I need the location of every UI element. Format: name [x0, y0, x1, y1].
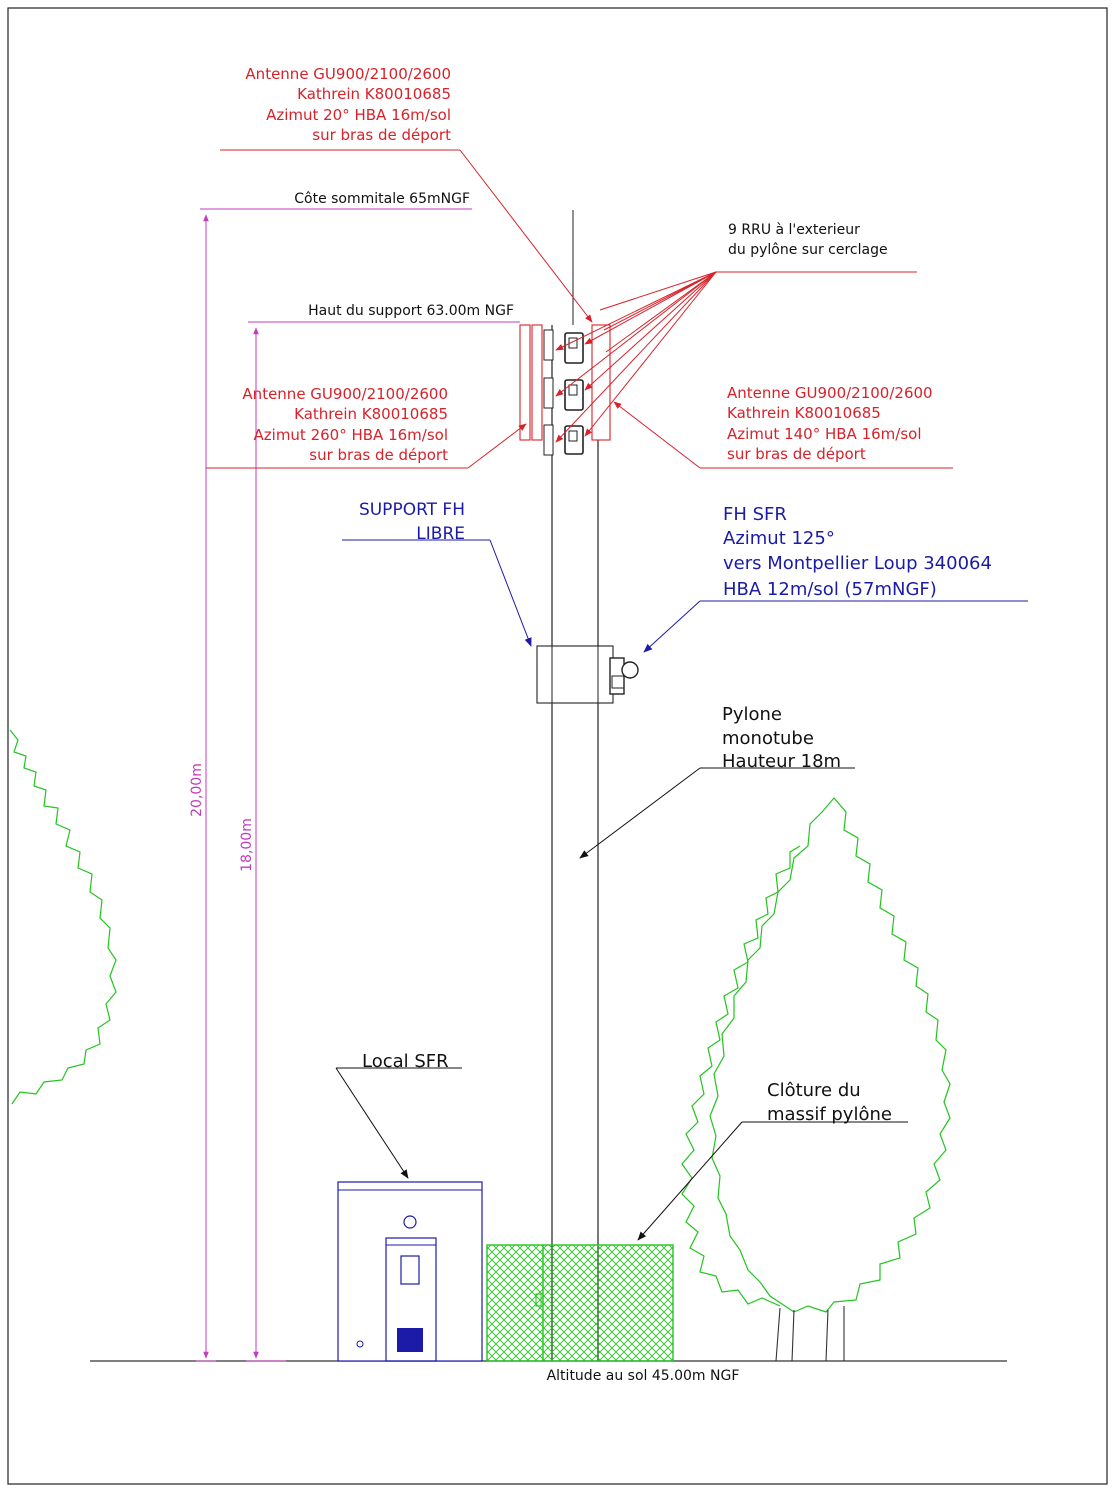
rru-line-1: 9 RRU à l'exterieur	[728, 222, 860, 238]
leader-antenna-top	[220, 149, 593, 323]
annotation-support-fh: SUPPORT FH LIBRE	[359, 500, 465, 544]
pylone-line-1: Pylone	[722, 704, 782, 725]
rru-line-2: du pylône sur cerclage	[728, 242, 888, 258]
dimension-total-label: 20,00m	[189, 763, 205, 817]
annotation-local: Local SFR	[362, 1051, 449, 1072]
leader-rru	[555, 271, 917, 443]
support-fh-line-1: SUPPORT FH	[359, 500, 465, 520]
tree-left	[9, 729, 117, 1105]
cloture-line-1: Clôture du	[767, 1080, 861, 1101]
support-fh-line-2: LIBRE	[416, 524, 465, 544]
annotation-cloture: Clôture du massif pylône	[767, 1080, 892, 1125]
annotation-summit: Côte sommitale 65mNGF	[294, 191, 470, 207]
annotation-fh-sfr: FH SFR Azimut 125° vers Montpellier Loup…	[723, 504, 992, 600]
leader-fh-sfr	[643, 600, 1028, 653]
antenna-right-line-1: Antenne GU900/2100/2600	[727, 384, 933, 402]
pylone-line-3: Hauteur 18m	[722, 751, 841, 772]
leader-antenna-left	[206, 423, 527, 469]
local-sfr-shelter	[337, 1181, 483, 1362]
dimension-support-label: 18,00m	[239, 818, 255, 872]
annotation-rru: 9 RRU à l'exterieur du pylône sur cercla…	[728, 222, 888, 258]
tree-trunks	[775, 1306, 845, 1362]
fh-sfr-line-2: Azimut 125°	[723, 528, 835, 549]
antenna-left-line-4: sur bras de déport	[309, 446, 448, 464]
drawing-frame	[7, 7, 1108, 1485]
fence-massif	[486, 1244, 674, 1362]
leader-pylone	[579, 767, 855, 859]
annotation-support-top: Haut du support 63.00m NGF	[308, 303, 514, 319]
tree-right-back	[681, 845, 801, 1307]
antenna-top-line-2: Kathrein K80010685	[297, 85, 451, 103]
antenna-top-line-3: Azimut 20° HBA 16m/sol	[266, 106, 451, 124]
dimension-total	[196, 208, 472, 1362]
annotation-antenna-top: Antenne GU900/2100/2600 Kathrein K800106…	[245, 65, 451, 144]
fh-sfr-line-4: HBA 12m/sol (57mNGF)	[723, 579, 937, 600]
annotation-antenna-right: Antenne GU900/2100/2600 Kathrein K800106…	[727, 384, 933, 463]
tree-right-front	[709, 797, 951, 1313]
pylone-line-2: monotube	[722, 728, 814, 749]
leader-cloture	[637, 1121, 908, 1241]
antenna-right-line-3: Azimut 140° HBA 16m/sol	[727, 425, 921, 443]
leader-local	[335, 1067, 462, 1179]
antenna-left-line-2: Kathrein K80010685	[294, 405, 448, 423]
fh-sfr-line-3: vers Montpellier Loup 340064	[723, 553, 992, 574]
antenna-left-line-3: Azimut 260° HBA 16m/sol	[254, 426, 448, 444]
annotation-antenna-left: Antenne GU900/2100/2600 Kathrein K800106…	[242, 385, 448, 464]
fh-sfr-line-1: FH SFR	[723, 504, 787, 525]
antenna-head	[519, 324, 611, 456]
leader-support-fh	[342, 539, 532, 647]
pylon-monotube	[551, 210, 599, 1361]
shelter-door	[385, 1237, 437, 1362]
antenna-top-line-1: Antenne GU900/2100/2600	[245, 65, 451, 83]
annotation-ground: Altitude au sol 45.00m NGF	[547, 1368, 740, 1384]
dimension-support	[246, 321, 520, 1362]
fh-support	[536, 645, 614, 704]
antenna-right-line-2: Kathrein K80010685	[727, 404, 881, 422]
antenna-top-line-4: sur bras de déport	[312, 126, 451, 144]
antenna-right-line-4: sur bras de déport	[727, 445, 866, 463]
annotation-pylone: Pylone monotube Hauteur 18m	[722, 704, 841, 772]
cloture-line-2: massif pylône	[767, 1104, 892, 1125]
leader-antenna-right	[613, 401, 953, 469]
fh-dish	[609, 657, 639, 695]
antenna-left-line-1: Antenne GU900/2100/2600	[242, 385, 448, 403]
